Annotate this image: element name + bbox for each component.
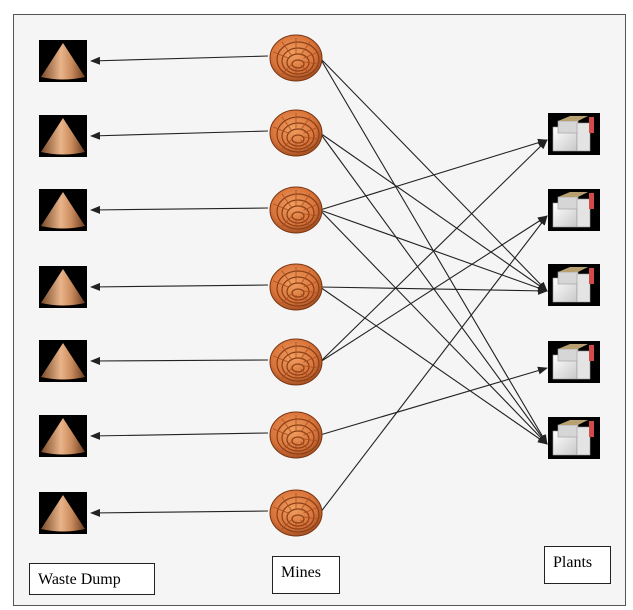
waste-dump-6-icon xyxy=(39,415,87,457)
link-mine-2-to-plant-3 xyxy=(319,132,548,292)
mine-2-icon xyxy=(269,109,323,157)
waste-dump-7-icon xyxy=(39,492,87,534)
link-mine-7-to-waste-dump-7 xyxy=(90,508,269,517)
mine-5-icon xyxy=(269,338,323,386)
link-mine-4-to-plant-5 xyxy=(319,286,548,445)
plant-3-icon xyxy=(548,264,600,306)
link-mine-3-to-waste-dump-3 xyxy=(90,205,269,214)
mine-1-icon xyxy=(269,34,323,82)
mine-4-icon xyxy=(269,263,323,311)
link-mine-3-to-plant-5 xyxy=(319,209,548,445)
waste-dump-3-icon xyxy=(39,189,87,231)
waste-dump-4-icon xyxy=(39,266,87,308)
plants-label: Plants xyxy=(544,546,611,584)
plant-2-icon xyxy=(548,189,600,231)
link-mine-6-to-waste-dump-6 xyxy=(90,431,269,440)
mine-6-icon xyxy=(269,411,323,459)
link-mine-6-to-plant-4 xyxy=(319,366,548,436)
link-mine-3-to-plant-1 xyxy=(319,138,548,211)
link-mine-5-to-plant-2 xyxy=(319,215,548,363)
mine-3-icon xyxy=(269,186,323,234)
waste-dump-5-icon xyxy=(39,340,87,382)
link-mine-5-to-waste-dump-5 xyxy=(90,356,269,365)
plant-4-icon xyxy=(548,341,600,383)
waste-dump-2-icon xyxy=(39,115,87,157)
link-mine-2-to-waste-dump-2 xyxy=(90,130,269,140)
link-mine-7-to-plant-2 xyxy=(319,215,548,514)
link-mine-1-to-waste-dump-1 xyxy=(90,55,269,65)
plant-5-icon xyxy=(548,417,600,459)
mine-7-icon xyxy=(269,489,323,537)
waste-dump-1-icon xyxy=(39,40,87,82)
link-mine-4-to-waste-dump-4 xyxy=(90,282,269,291)
waste-dump-label: Waste Dump xyxy=(29,563,155,595)
link-mine-5-to-plant-1 xyxy=(319,139,548,363)
plant-1-icon xyxy=(548,113,600,155)
mines-label: Mines xyxy=(272,556,340,594)
